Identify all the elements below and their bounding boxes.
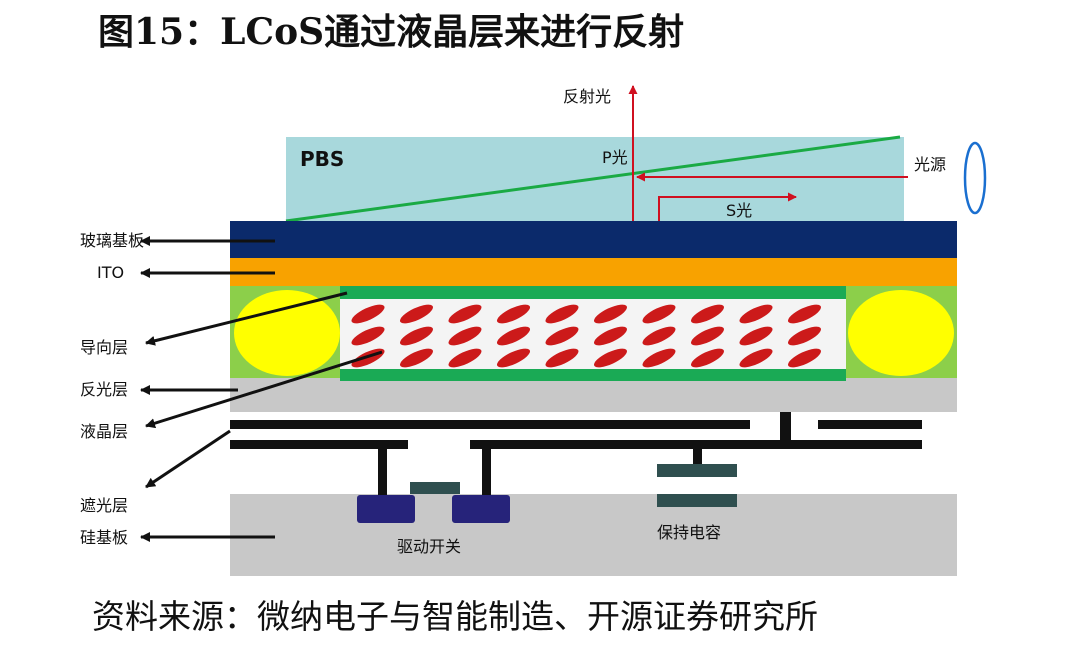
liquid-crystal-molecule <box>593 304 628 324</box>
alignment-layer-top <box>340 286 846 299</box>
liquid-crystal-molecule <box>787 326 822 346</box>
switch-via-left <box>378 449 387 497</box>
liquid-crystal-molecule <box>690 348 725 368</box>
shading-line-2a <box>230 440 408 449</box>
shading-via <box>780 412 791 442</box>
switch-gate <box>410 482 460 494</box>
liquid-crystal-molecule <box>642 326 676 346</box>
liquid-crystal-molecule <box>642 348 676 368</box>
liquid-crystal-molecule <box>351 326 385 346</box>
liquid-crystal-molecule <box>545 304 579 324</box>
liquid-crystal-molecule <box>496 304 531 324</box>
shading-line-1b <box>818 420 922 429</box>
light-source-lens <box>963 141 987 215</box>
liquid-crystal-molecules <box>351 304 822 368</box>
silicon-substrate-layer <box>230 494 957 576</box>
liquid-crystal-molecule <box>642 304 676 324</box>
source-note: 资料来源：微纳电子与智能制造、开源证券研究所 <box>92 597 818 636</box>
liquid-crystal-molecule <box>593 348 628 368</box>
liquid-crystal-molecule <box>545 348 579 368</box>
storage-capacitor-label: 保持电容 <box>657 523 721 542</box>
alignment-layer-bottom <box>340 369 846 381</box>
liquid-crystal-molecule <box>399 326 434 346</box>
liquid-crystal-molecule <box>496 326 531 346</box>
liquid-crystal-molecule <box>787 348 822 368</box>
switch-via-right <box>482 449 491 497</box>
liquid-crystal-molecule <box>496 348 531 368</box>
figure-title: 图15：LCoS通过液晶层来进行反射 <box>98 11 685 53</box>
light-source-label: 光源 <box>914 155 946 174</box>
glass-substrate-label: 玻璃基板 <box>80 231 144 250</box>
liquid-crystal-molecule <box>351 304 385 324</box>
shading-layer-arrow <box>145 429 231 489</box>
liquid-crystal-molecule <box>593 326 628 346</box>
liquid-crystal-molecule <box>399 348 434 368</box>
liquid-crystal-molecule <box>448 304 482 324</box>
glass-substrate-layer <box>230 221 957 258</box>
pbs-splitting-surface <box>285 135 901 223</box>
pbs-label: PBS <box>300 147 344 171</box>
liquid-crystal-molecule <box>448 348 482 368</box>
reflective-layer <box>230 378 957 412</box>
capacitor-via <box>693 449 702 465</box>
liquid-crystal-molecule <box>448 326 482 346</box>
liquid-crystal-molecule <box>739 348 773 368</box>
capacitor-plate-bottom <box>657 494 737 507</box>
alignment-layer-label: 导向层 <box>80 338 128 357</box>
spacer-ball-left <box>234 290 340 376</box>
spacer-ball-right <box>848 290 954 376</box>
liquid-crystal-molecule <box>739 326 773 346</box>
switch-source <box>357 495 415 523</box>
shading-layer-label: 遮光层 <box>80 496 128 515</box>
reflected-light-label: 反射光 <box>563 87 611 106</box>
liquid-crystal-molecule <box>545 326 579 346</box>
shading-line-1a <box>230 420 750 429</box>
liquid-crystal-molecule <box>739 304 773 324</box>
p-light-label: P光 <box>602 148 628 167</box>
ito-label: ITO <box>97 263 124 282</box>
liquid-crystal-layer-label: 液晶层 <box>80 422 128 441</box>
switch-drain <box>452 495 510 523</box>
liquid-crystal-layer-arrow <box>145 350 383 429</box>
silicon-substrate-label: 硅基板 <box>80 528 128 547</box>
liquid-crystal-molecule <box>399 304 434 324</box>
liquid-crystal-molecule <box>690 326 725 346</box>
shading-line-2b <box>470 440 922 449</box>
drive-switch-label: 驱动开关 <box>397 537 461 556</box>
s-light-ray <box>658 192 797 222</box>
ito-layer <box>230 258 957 286</box>
liquid-crystal-molecule <box>787 304 822 324</box>
s-light-label: S光 <box>726 201 752 220</box>
alignment-layer-arrow <box>145 291 348 346</box>
capacitor-plate-top <box>657 464 737 477</box>
liquid-crystal-molecule <box>690 304 725 324</box>
reflective-layer-label: 反光层 <box>80 380 128 399</box>
